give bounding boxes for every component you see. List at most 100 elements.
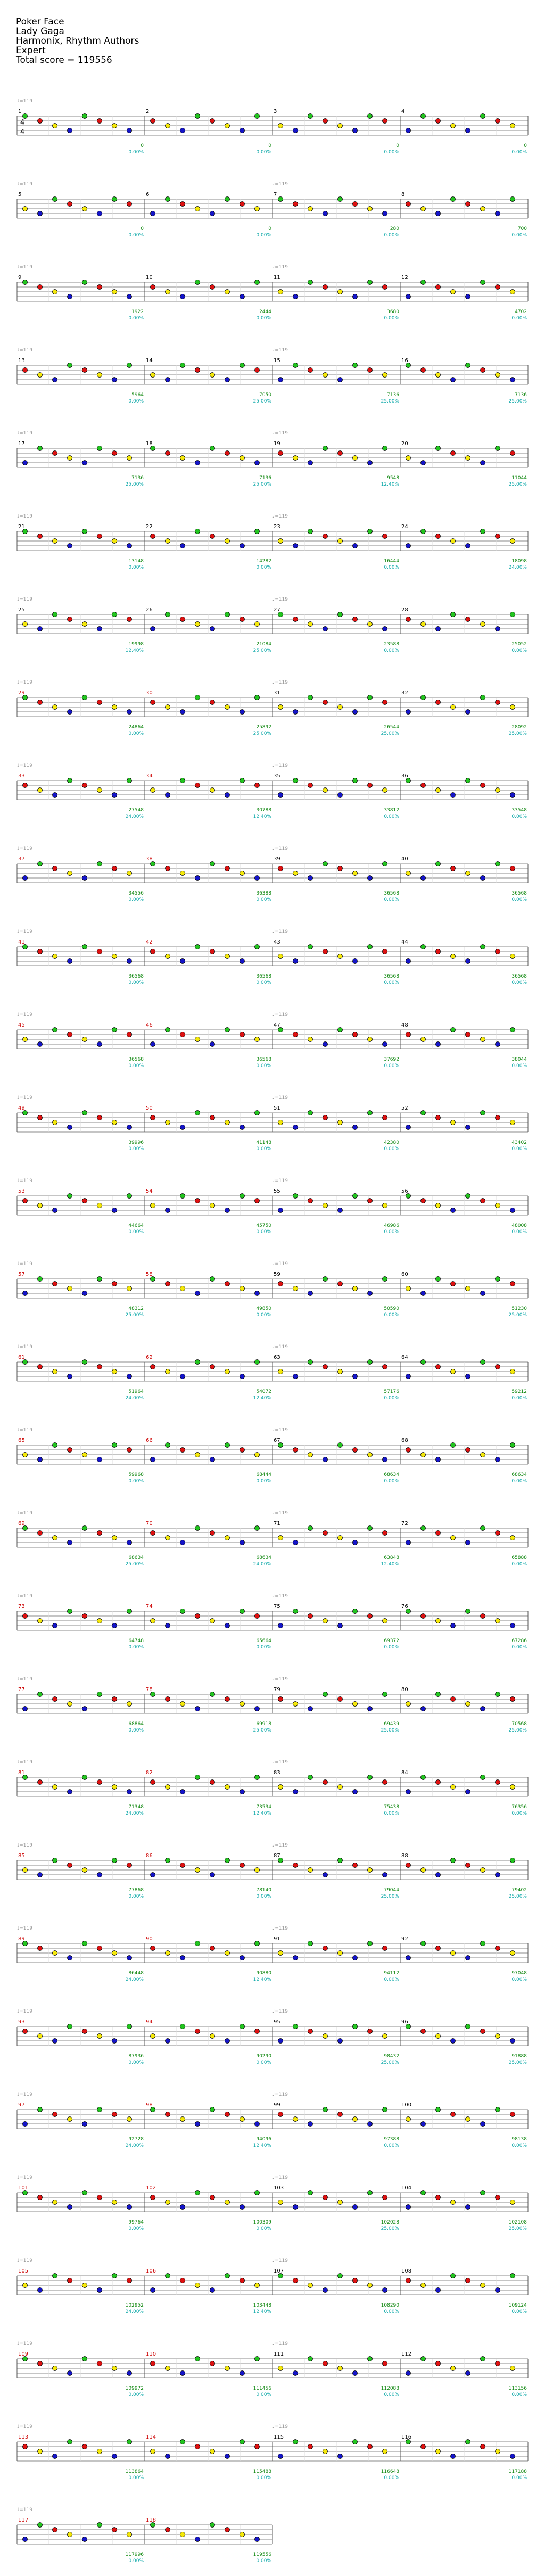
measure-number: 111 (274, 2351, 284, 2357)
note-gem (308, 944, 313, 949)
note-gem (293, 1193, 298, 1199)
note-gem (480, 113, 485, 119)
measure-percent: 0.00% (256, 1479, 271, 1484)
note-gem (112, 866, 117, 871)
note-gem (67, 543, 72, 548)
measure-percent: 25.00% (381, 1894, 400, 1899)
note-gem (510, 1120, 515, 1125)
note-gem (308, 1613, 313, 1619)
measure-score: 108290 (381, 2303, 400, 2308)
measure-number: 89 (18, 1936, 25, 1942)
note-gem (450, 1120, 456, 1125)
measure-score: 11044 (511, 475, 527, 481)
note-gem (352, 958, 358, 964)
note-gem (480, 944, 485, 949)
note-gem (480, 2029, 485, 2034)
note-gem (22, 2444, 28, 2449)
note-gem (406, 1955, 411, 1960)
measure-score: 78140 (256, 1888, 271, 1893)
note-gem (180, 617, 185, 622)
note-gem (254, 1867, 260, 1873)
note-gem (240, 2370, 245, 2376)
measure-number: 87 (274, 1853, 280, 1859)
note-gem (112, 1120, 117, 1125)
note-gem (420, 2029, 426, 2034)
note-gem (337, 1696, 343, 1702)
note-gem (52, 1784, 57, 1790)
note-gem (150, 2195, 155, 2200)
note-gem (165, 1696, 170, 1702)
note-gem (465, 2204, 470, 2210)
measure-score: 54072 (256, 1389, 271, 1394)
tempo-marker: ♩=119 (17, 1012, 32, 1018)
note-gem (22, 1198, 28, 1203)
note-gem (82, 1706, 87, 1711)
note-gem (406, 2278, 411, 2283)
measure-score: 65888 (511, 1555, 527, 1561)
note-gem (495, 700, 500, 705)
note-gem (367, 1037, 373, 1042)
note-gem (180, 1863, 185, 1868)
measure-score: 46986 (384, 1223, 399, 1228)
note-gem (337, 612, 343, 617)
tempo-marker: ♩=119 (272, 1594, 288, 1599)
note-gem (180, 1125, 185, 1130)
note-gem (367, 1775, 373, 1780)
note-gem (254, 460, 260, 465)
note-gem (323, 2287, 328, 2293)
note-gem (308, 621, 313, 627)
tempo-marker: ♩=119 (17, 348, 32, 353)
note-gem (510, 1696, 515, 1702)
measure-number: 93 (18, 2019, 25, 2025)
note-gem (420, 1110, 426, 1115)
note-gem (112, 1784, 117, 1790)
note-gem (254, 1613, 260, 1619)
note-gem (52, 1858, 57, 1863)
note-gem (406, 1609, 411, 1614)
measure-number: 16 (401, 358, 408, 364)
note-gem (510, 1369, 515, 1374)
measure-number: 84 (401, 1770, 408, 1776)
note-gem (308, 529, 313, 534)
note-gem (495, 626, 500, 631)
note-gem (82, 1359, 87, 1365)
measure-number: 105 (18, 2268, 28, 2274)
tempo-marker: ♩=119 (17, 514, 32, 519)
note-gem (67, 294, 72, 299)
measure-percent: 0.00% (384, 1645, 399, 1650)
note-gem (435, 372, 441, 378)
measure-score: 65664 (256, 1638, 271, 1644)
note-gem (97, 211, 102, 216)
note-gem (450, 954, 456, 959)
note-gem (367, 206, 373, 211)
note-gem (293, 1447, 298, 1453)
tempo-marker: ♩=119 (17, 1760, 32, 1765)
note-gem (465, 1447, 470, 1453)
note-gem (210, 1530, 215, 1536)
measure-number: 28 (401, 607, 408, 613)
note-gem (308, 2121, 313, 2127)
note-gem (323, 1041, 328, 1047)
note-gem (254, 875, 260, 881)
note-gem (382, 1946, 387, 1951)
measure-score: 87936 (128, 2054, 144, 2059)
note-gem (210, 1115, 215, 1120)
measure-score: 34556 (128, 891, 144, 896)
measure-percent: 0.00% (384, 980, 399, 986)
note-gem (308, 2283, 313, 2288)
note-gem (480, 206, 485, 211)
measure-number: 39 (274, 856, 280, 862)
note-gem (382, 700, 387, 705)
note-gem (450, 450, 456, 456)
note-gem (37, 2195, 43, 2200)
note-gem (165, 2366, 170, 2371)
measure-number: 37 (18, 856, 25, 862)
note-gem (450, 1858, 456, 1863)
measure-number: 117 (18, 2517, 28, 2523)
measure-score: 68634 (256, 1555, 271, 1561)
note-gem (97, 2361, 102, 2366)
measure-number: 77 (18, 1687, 25, 1693)
note-gem (52, 123, 57, 128)
measure-percent: 0.00% (511, 2392, 527, 2398)
note-gem (435, 861, 441, 866)
